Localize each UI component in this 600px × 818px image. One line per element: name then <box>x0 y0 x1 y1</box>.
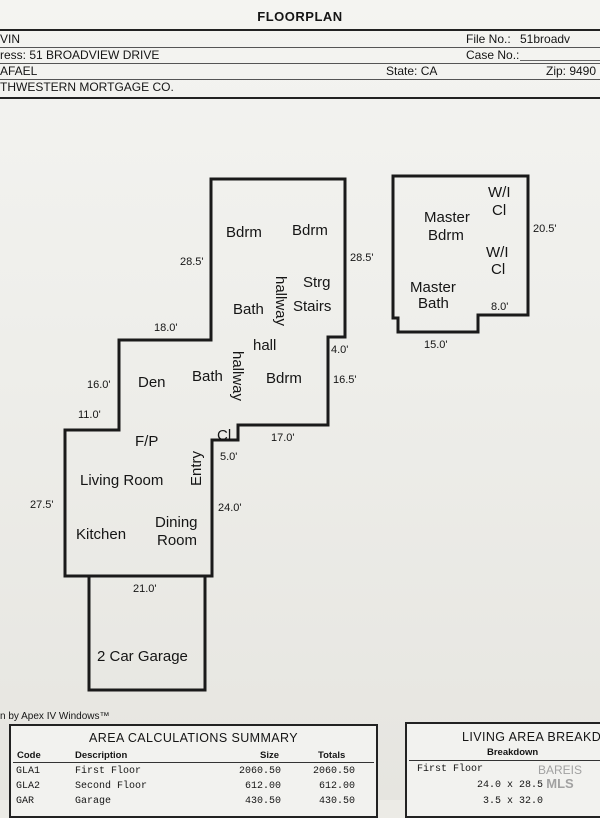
dim-8-0: 8.0' <box>491 301 508 313</box>
room-master-bath-2: Bath <box>418 295 449 312</box>
room-bath-upper: Bath <box>233 301 264 318</box>
watermark-line-1: BAREIS <box>538 763 583 777</box>
dim-16-0: 16.0' <box>87 379 111 391</box>
header-row-borrower: VIN File No.: 51broadv <box>0 31 600 48</box>
master-suite-outline <box>391 174 530 334</box>
room-strg: Strg <box>303 274 331 291</box>
row-size: 612.00 <box>245 781 282 792</box>
garage-outline <box>87 576 207 692</box>
row-size: 430.50 <box>245 796 282 807</box>
table-row: GLA1 First Floor 2060.50 2060.50 <box>11 766 376 780</box>
row-description: Garage <box>75 796 112 807</box>
dim-15-0: 15.0' <box>424 339 448 351</box>
dim-27-5: 27.5' <box>30 499 54 511</box>
row-total: 2060.50 <box>313 766 356 777</box>
table-row: GLA2 Second Floor 612.00 612.00 <box>11 781 376 795</box>
dim-11-0: 11.0' <box>78 409 101 421</box>
room-bath-lower: Bath <box>192 368 223 385</box>
case-no-label: Case No.: <box>466 48 520 62</box>
living-area-subtitle: Breakdown <box>487 747 539 758</box>
row-total: 612.00 <box>319 781 356 792</box>
room-den: Den <box>138 374 166 391</box>
borrower-field: VIN <box>0 32 21 46</box>
room-fireplace: F/P <box>135 433 158 450</box>
apex-software-note: n by Apex IV Windows™ <box>0 711 110 722</box>
dim-4-0: 4.0' <box>331 344 348 356</box>
room-stairs: Stairs <box>293 298 331 315</box>
zip-field: Zip: 9490 <box>546 64 597 78</box>
city-field: AFAEL <box>0 64 38 78</box>
area-table-title: AREA CALCULATIONS SUMMARY <box>89 731 298 745</box>
room-hallway-upper: hallway <box>272 276 289 327</box>
dim-18-0: 18.0' <box>154 322 178 334</box>
col-code: Code <box>17 750 41 761</box>
row-description: Second Floor <box>75 781 148 792</box>
table-header-divider <box>13 762 374 763</box>
dim-20-5: 20.5' <box>533 223 557 235</box>
room-kitchen: Kitchen <box>76 526 126 543</box>
dim-28-5-left: 28.5' <box>180 256 204 268</box>
row-description: First Floor <box>75 766 142 777</box>
file-no-label: File No.: <box>466 32 511 46</box>
address-field: ress: 51 BROADVIEW DRIVE <box>0 48 160 62</box>
row-code: GLA1 <box>16 766 41 777</box>
area-calculations-table: AREA CALCULATIONS SUMMARY Code Descripti… <box>9 724 378 818</box>
room-bdrm-upper-left: Bdrm <box>226 224 262 241</box>
room-hallway-lower: hallway <box>229 351 246 402</box>
living-area-row: 24.0 x 28.5 <box>477 780 544 791</box>
col-totals: Totals <box>318 750 346 761</box>
dim-21-0: 21.0' <box>133 583 157 595</box>
room-hall: hall <box>253 337 276 354</box>
dim-16-5: 16.5' <box>333 374 357 386</box>
col-size: Size <box>260 750 280 761</box>
lender-field: THWESTERN MORTGAGE CO. <box>0 80 174 94</box>
room-dining-room: Room <box>157 532 197 549</box>
header-row-lender: THWESTERN MORTGAGE CO. <box>0 79 600 95</box>
room-closet: Cl <box>217 427 231 444</box>
mls-watermark-logo: BAREIS MLS <box>538 763 583 791</box>
main-house-outline <box>63 177 347 578</box>
watermark-line-2: MLS <box>546 776 574 791</box>
header-info-box: VIN File No.: 51broadv ress: 51 BROADVIE… <box>0 29 600 99</box>
room-wi-closet-2b: Cl <box>491 261 505 278</box>
dim-28-5-right: 28.5' <box>350 252 374 264</box>
living-area-title: LIVING AREA BREAKD <box>462 730 600 744</box>
table-row: GAR Garage 430.50 430.50 <box>11 796 376 810</box>
room-dining: Dining <box>155 514 198 531</box>
header-row-address: ress: 51 BROADVIEW DRIVE Case No.: <box>0 47 600 64</box>
row-code: GAR <box>16 796 35 807</box>
room-master-bdrm-1: Master <box>424 209 470 226</box>
room-master-bdrm-2: Bdrm <box>428 227 464 244</box>
dim-5-0: 5.0' <box>220 451 237 463</box>
room-living-room: Living Room <box>80 472 163 489</box>
file-no-value: 51broadv <box>520 32 571 46</box>
page-title: FLOORPLAN <box>257 9 343 24</box>
header-row-city: AFAEL State: CA Zip: 9490 <box>0 63 600 80</box>
row-code: GLA2 <box>16 781 41 792</box>
case-no-underline <box>520 60 600 61</box>
dim-24-0: 24.0' <box>218 502 242 514</box>
room-wi-closet-1a: W/I <box>488 184 511 201</box>
room-bdrm-upper-right: Bdrm <box>292 222 328 239</box>
col-description: Description <box>75 750 128 761</box>
row-size: 2060.50 <box>239 766 282 777</box>
room-entry: Entry <box>188 450 205 486</box>
room-garage: 2 Car Garage <box>97 648 188 665</box>
room-master-bath-1: Master <box>410 279 456 296</box>
row-total: 430.50 <box>319 796 356 807</box>
state-field: State: CA <box>386 64 438 78</box>
dim-17-0: 17.0' <box>271 432 295 444</box>
room-wi-closet-1b: Cl <box>492 202 506 219</box>
living-area-divider <box>409 760 600 761</box>
living-area-row: 3.5 x 32.0 <box>483 796 544 807</box>
room-wi-closet-2a: W/I <box>486 244 509 261</box>
floorplan-drawing: Bdrm Bdrm Strg Stairs Bath hallway hall … <box>30 174 557 692</box>
living-area-row: First Floor <box>417 764 484 775</box>
room-bdrm-lower: Bdrm <box>266 370 302 387</box>
